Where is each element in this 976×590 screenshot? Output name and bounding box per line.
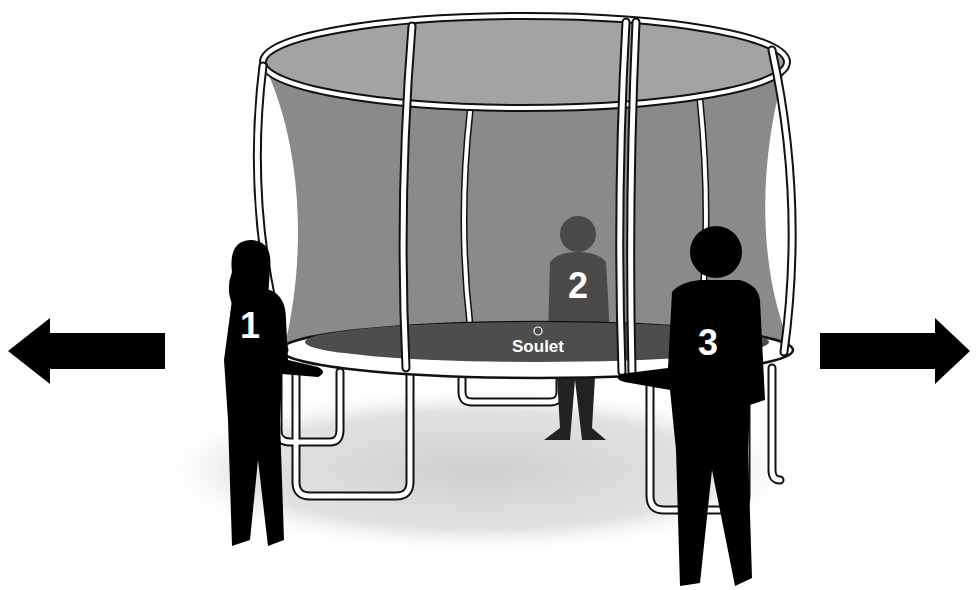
person-right <box>618 226 765 586</box>
brand-logo-text: Soulet <box>512 338 564 355</box>
arrow-right <box>820 318 970 384</box>
callout-number: 1 <box>240 308 260 344</box>
net-top <box>263 16 787 108</box>
callout-number: 3 <box>698 325 718 361</box>
logo-mark <box>534 327 542 335</box>
person-left <box>224 240 323 546</box>
back-poles <box>464 100 706 325</box>
jumping-mat <box>305 322 769 362</box>
arrow-left <box>8 318 165 384</box>
callout-number: 2 <box>568 268 588 304</box>
